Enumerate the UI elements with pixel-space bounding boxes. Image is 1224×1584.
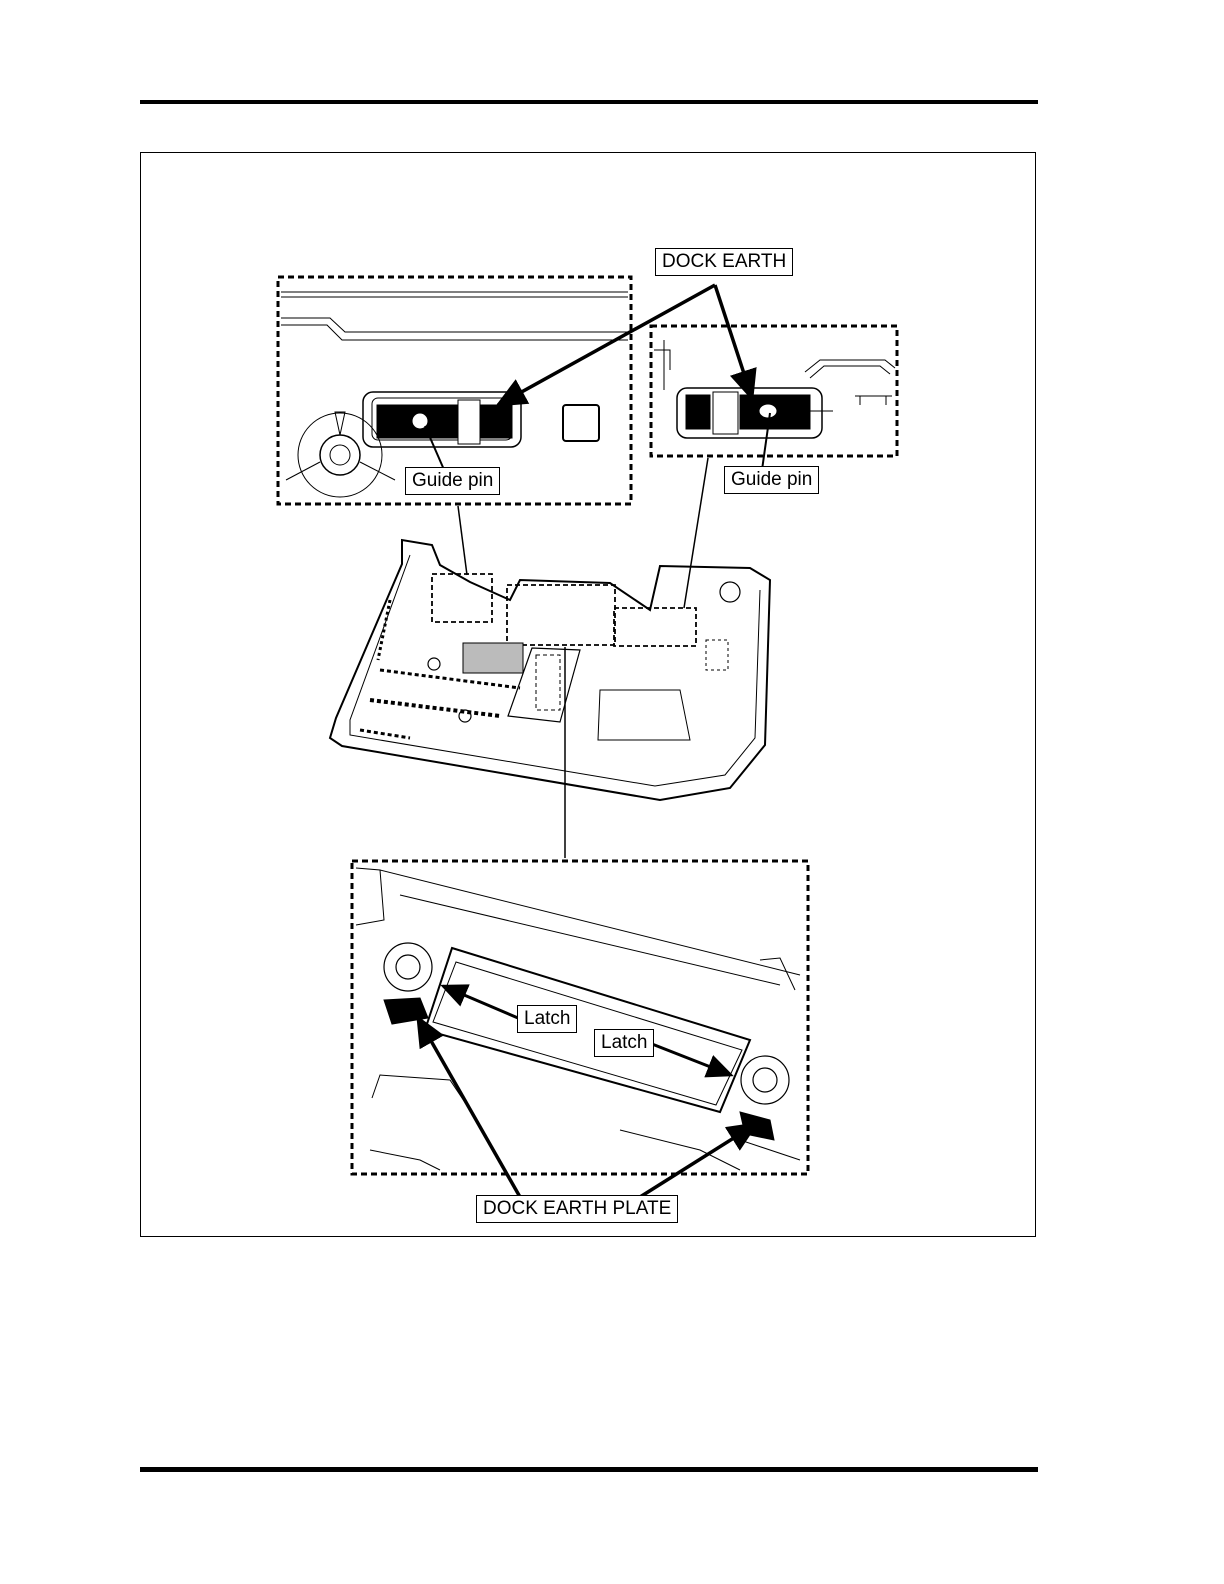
dock-earth-label: DOCK EARTH [655, 248, 793, 276]
dock-earth-plate-label: DOCK EARTH PLATE [476, 1195, 678, 1223]
guide-pin-label-right: Guide pin [724, 466, 819, 494]
right-detail-view [651, 326, 897, 456]
lower-detail-view [352, 861, 808, 1174]
guide-pin-label-left: Guide pin [405, 467, 500, 495]
latch-label-right: Latch [594, 1029, 654, 1057]
latch-label-left: Latch [517, 1005, 577, 1033]
footer-rule [140, 1467, 1038, 1472]
base-enclosure-overview [330, 540, 770, 800]
